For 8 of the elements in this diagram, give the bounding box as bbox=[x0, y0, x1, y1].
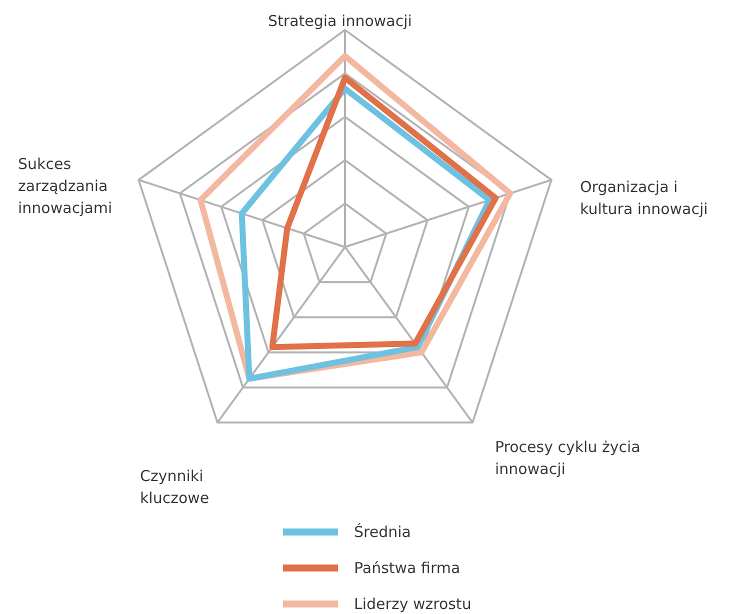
axis-label: Organizacja i kultura innowacji bbox=[580, 177, 709, 220]
axis-label: Procesy cyklu życia innowacji bbox=[495, 437, 642, 480]
axis-label: Strategia innowacji bbox=[268, 11, 413, 32]
legend-label: Państwa firma bbox=[354, 558, 460, 579]
axis-label: Sukces zarządzania innowacjami bbox=[18, 154, 114, 219]
legend-label: Średnia bbox=[354, 522, 411, 543]
legend-label: Liderzy wzrostu bbox=[354, 594, 472, 614]
axis-label: Czynniki kluczowe bbox=[140, 466, 210, 509]
